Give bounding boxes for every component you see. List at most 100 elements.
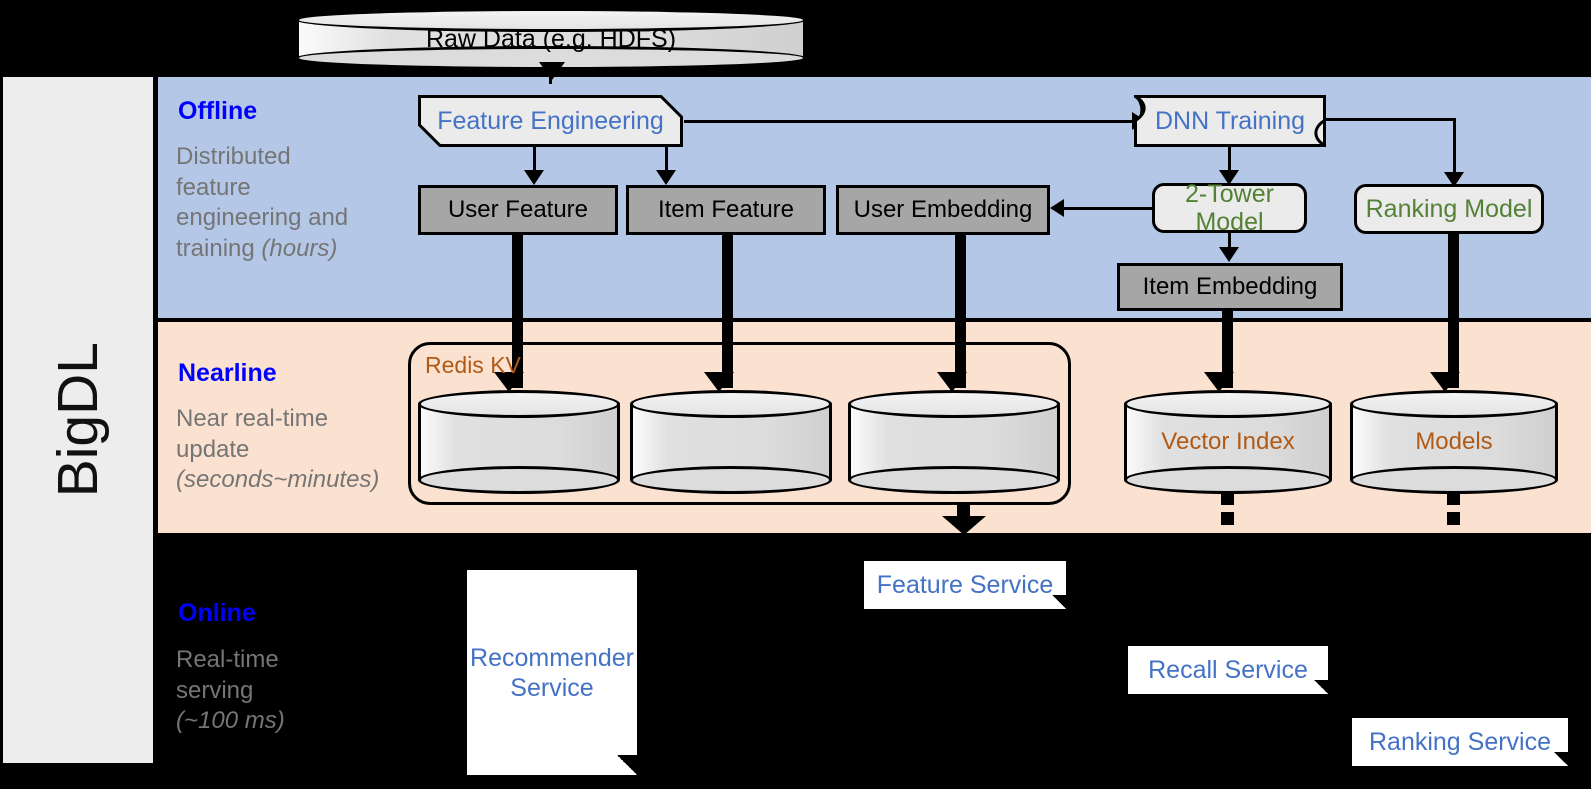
nearline-sub-line-1: Near real-time: [176, 405, 329, 432]
redis-store-2-label: [630, 390, 832, 494]
models-cylinder[interactable]: Models: [1350, 390, 1558, 494]
cylinder-top: [630, 390, 832, 418]
recall-service-label: Recall Service: [1148, 656, 1308, 684]
bigdl-text: BigDL: [46, 342, 110, 498]
feature-service-note[interactable]: Feature Service: [864, 561, 1066, 609]
node-outline: [1129, 95, 1330, 147]
layer-title-nearline: Nearline: [178, 359, 277, 387]
node-outline: [418, 95, 683, 147]
arrowhead-pipe-ranking-model: [1430, 372, 1460, 392]
cylinder-top: [418, 390, 620, 418]
raw-data-cylinder: Raw Data (e.g. HDFS): [296, 8, 806, 70]
connector-dnn-twotower: [1228, 147, 1231, 175]
arrowhead-fe-userfeature: [524, 170, 544, 185]
ranking-service-note[interactable]: Ranking Service: [1352, 718, 1568, 766]
item-feature-label: Item Feature: [657, 195, 795, 223]
offline-sub-line-3: engineering and: [176, 204, 349, 232]
recommender-service-note[interactable]: Recommender Service: [467, 570, 637, 775]
arrowhead-twotower-itemembedding: [1219, 247, 1239, 262]
arrowhead-fe-itemfeature: [656, 170, 676, 185]
item-embedding-label: Item Embedding: [1142, 272, 1318, 300]
connector-twotower-userembedding: [1062, 207, 1154, 210]
recommender-service-line-2: Service: [510, 673, 594, 702]
dnn-training-label: DNN Training: [1154, 106, 1306, 135]
ranking-service-label: Ranking Service: [1368, 728, 1552, 756]
connector-fe-userfeature: [533, 147, 536, 175]
cylinder-top: [1124, 390, 1332, 418]
recommender-service-line-1: Recommender: [470, 643, 634, 672]
cylinder-top: [296, 8, 806, 32]
connector-fe-itemfeature: [665, 147, 668, 175]
offline-sub-line-1: Distributed: [176, 143, 291, 170]
layer-subtitle-online: Real-time serving (~100 ms): [176, 645, 401, 737]
connector-stub-vectorindex-1: [1221, 492, 1234, 505]
arrowhead-dnn-twotower: [1219, 170, 1239, 185]
models-label: Models: [1415, 428, 1493, 455]
feature-engineering-label: Feature Engineering: [437, 106, 664, 135]
arrowhead-twotower-userembedding: [1050, 199, 1064, 217]
feature-engineering-node[interactable]: Feature Engineering: [418, 95, 683, 147]
layer-subtitle-nearline: Near real-time update (seconds~minutes): [176, 404, 401, 496]
cylinder-bottom: [418, 466, 620, 494]
arrowhead-redis-featureservice: [942, 516, 986, 535]
user-feature-label: User Feature: [447, 195, 589, 223]
ranking-model-label: Ranking Model: [1365, 195, 1533, 223]
cylinder-top: [1350, 390, 1558, 418]
arrowhead-dnn-ranking: [1444, 172, 1464, 187]
node-fill: [418, 95, 683, 147]
dnn-training-node[interactable]: DNN Training: [1129, 95, 1330, 147]
layer-title-online: Online: [178, 599, 256, 627]
item-embedding-node[interactable]: Item Embedding: [1117, 263, 1343, 311]
bigdl-rail: BigDL: [3, 77, 153, 763]
offline-sub-line-2: feature: [176, 173, 251, 201]
two-tower-model-label: 2-Tower Model: [1185, 180, 1274, 236]
pipe-user-embedding: [955, 232, 966, 388]
connector-dnn-ranking-h: [1326, 118, 1456, 121]
recall-service-note[interactable]: Recall Service: [1128, 646, 1328, 694]
user-embedding-node[interactable]: User Embedding: [836, 185, 1050, 235]
connector-twotower-itemembedding: [1228, 233, 1231, 251]
vector-index-cylinder[interactable]: Vector Index: [1124, 390, 1332, 494]
feature-service-label: Feature Service: [876, 571, 1054, 599]
redis-store-cylinder-3[interactable]: [848, 390, 1060, 494]
ranking-model-node[interactable]: Ranking Model: [1354, 184, 1544, 234]
vector-index-label: Vector Index: [1161, 428, 1295, 455]
layer-title-offline: Offline: [178, 97, 258, 125]
pipe-ranking-model: [1448, 232, 1459, 388]
connector-dnn-ranking-v: [1453, 118, 1456, 176]
connector-stub-vectorindex-2: [1221, 512, 1234, 525]
item-feature-node[interactable]: Item Feature: [626, 185, 826, 235]
page-fold-icon: [617, 755, 637, 775]
online-sub-line-2: serving: [176, 676, 254, 704]
raw-data-label: Raw Data (e.g. HDFS): [425, 24, 677, 53]
page-fold-icon: [1314, 680, 1328, 694]
page-fold-icon: [1554, 752, 1568, 766]
two-tower-model-node[interactable]: 2-Tower Model: [1152, 180, 1307, 236]
cylinder-bottom: [848, 466, 1060, 494]
cylinder-bottom: [630, 466, 832, 494]
pipe-user-feature: [512, 232, 523, 388]
redis-store-3-label: [848, 390, 1060, 494]
redis-kv-label: Redis KV: [425, 352, 521, 378]
connector-fe-dnn: [684, 120, 1134, 123]
online-sub-line-1: Real-time: [176, 646, 279, 673]
redis-store-cylinder-1[interactable]: [418, 390, 620, 494]
nearline-sub-emphasis: (seconds~minutes): [176, 466, 380, 494]
connector-stub-models-2: [1447, 512, 1460, 525]
arrowhead-rawdata-fe: [539, 62, 565, 80]
redis-store-cylinder-2[interactable]: [630, 390, 832, 494]
arrowhead-pipe-item-embedding: [1204, 372, 1234, 392]
redis-kv-container: [408, 342, 1071, 505]
cylinder-top: [848, 390, 1060, 418]
connector-stub-redis-featureservice: [957, 503, 970, 516]
arrowhead-pipe-item-feature: [704, 372, 734, 392]
nearline-sub-line-2: update: [176, 435, 250, 463]
online-sub-emphasis: (~100 ms): [176, 707, 285, 735]
bigdl-rail-label: BigDL: [3, 77, 153, 763]
redis-store-1-label: [418, 390, 620, 494]
recommender-service-label: Recommender Service: [470, 643, 634, 703]
user-feature-node[interactable]: User Feature: [418, 185, 618, 235]
arrowhead-pipe-user-embedding: [937, 372, 967, 392]
arrowhead-pipe-user-feature: [494, 372, 524, 392]
